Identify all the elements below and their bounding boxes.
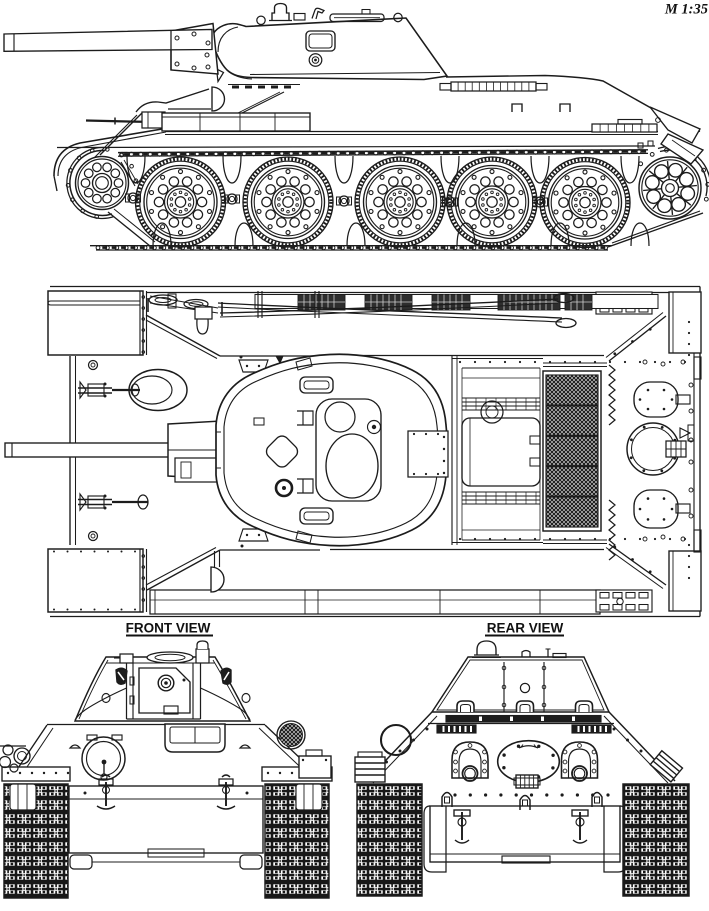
svg-text:FRONT VIEW: FRONT VIEW (126, 621, 211, 636)
svg-text:REAR VIEW: REAR VIEW (487, 621, 564, 636)
svg-text:M 1:35: M 1:35 (664, 2, 708, 18)
